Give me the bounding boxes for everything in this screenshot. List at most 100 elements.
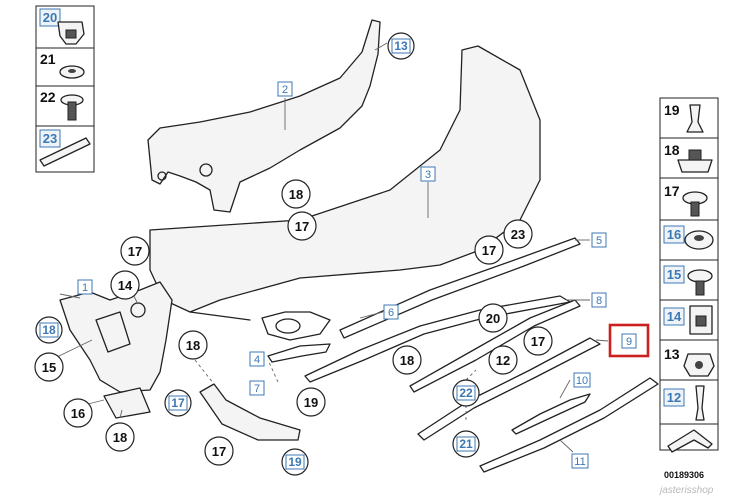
bracket-foot-part <box>103 387 151 419</box>
right-panel-label-19: 19 <box>664 102 680 118</box>
callout-18-lower: 18 <box>186 338 200 353</box>
arrow-symbol <box>667 429 713 453</box>
callout-17-bottom-circle <box>204 436 234 466</box>
bumper-trim-panel-part <box>149 45 541 313</box>
callout-14-circle <box>110 270 140 300</box>
impact-carrier-part <box>147 19 381 213</box>
left-panel-label-23-box <box>39 129 61 148</box>
right-panel-label-14-box <box>663 307 685 326</box>
callout-12-circle <box>488 345 518 375</box>
callout-19: 19 <box>304 395 318 410</box>
label-4-box <box>249 351 265 367</box>
callout-19-boxed: 19 <box>288 455 302 469</box>
label-2: 2 <box>282 84 288 96</box>
right-panel-label-13: 13 <box>664 346 680 362</box>
label-11: 11 <box>574 456 585 468</box>
trim-strip-11-part <box>479 377 659 473</box>
callout-13: 13 <box>394 39 408 53</box>
label-2-box <box>277 81 293 97</box>
label-1-box <box>77 279 93 295</box>
left-panel-label-21: 21 <box>40 51 56 67</box>
right-panel-label-15-box <box>663 265 685 284</box>
callout-20: 20 <box>486 311 500 326</box>
right-panel-label-15: 15 <box>667 267 681 282</box>
screw-15-part <box>687 269 713 283</box>
label-5-box <box>591 232 607 248</box>
label-6-box <box>383 304 399 320</box>
nut-plate-18-part <box>677 159 713 173</box>
callout-12: 12 <box>496 353 510 368</box>
callout-22: 22 <box>459 386 473 400</box>
callout-17-right-circle <box>474 235 504 265</box>
callout-17-strip: 17 <box>531 334 545 349</box>
callout-17-left-circle <box>120 236 150 266</box>
callout-18-center: 18 <box>400 353 414 368</box>
callout-17-right: 17 <box>482 243 496 258</box>
right-panel-label-12-box <box>663 388 685 407</box>
right-panel-label-16-box <box>663 225 685 244</box>
callout-18-bottom-circle <box>105 422 135 452</box>
rivet-12-part <box>695 385 705 421</box>
callout-18-top: 18 <box>289 187 303 202</box>
label-8-box <box>591 292 607 308</box>
right-panel-label-16: 16 <box>667 227 681 242</box>
label-3-box <box>420 166 436 182</box>
trim-strip-8-part <box>409 299 581 393</box>
callout-17-bottom: 17 <box>212 444 226 459</box>
callout-17-mid: 17 <box>295 219 309 234</box>
right-parts-panel: 19 18 17 16 15 14 13 12 00189306 <box>659 97 719 480</box>
right-panel-label-17: 17 <box>664 183 680 199</box>
callout-19-circle <box>296 387 326 417</box>
label-11-box <box>571 453 589 469</box>
left-panel-label-20: 20 <box>43 10 57 25</box>
label-5: 5 <box>596 235 602 247</box>
right-panel-label-12: 12 <box>667 390 681 405</box>
callout-18-boxed: 18 <box>42 323 56 337</box>
callout-14: 14 <box>118 278 133 293</box>
callout-15: 15 <box>42 360 56 375</box>
watermark: jasterisshop <box>658 485 714 496</box>
callout-16: 16 <box>71 406 85 421</box>
callout-18-top-circle <box>281 179 311 209</box>
trim-strip-9-part <box>417 337 601 441</box>
callout-18-center-circle <box>392 345 422 375</box>
callout-21: 21 <box>459 437 473 451</box>
left-panel-label-20-box <box>39 8 61 27</box>
callout-17-strip-circle <box>523 326 553 356</box>
left-parts-panel: 20 21 22 23 <box>35 5 95 173</box>
label-3: 3 <box>425 169 431 181</box>
side-bracket-part <box>59 281 173 393</box>
label-10-box <box>573 372 591 388</box>
right-panel-label-18: 18 <box>664 142 680 158</box>
label-6: 6 <box>388 307 394 319</box>
right-panel-label-14: 14 <box>667 309 682 324</box>
lower-cover-7-part <box>199 383 301 441</box>
trim-strip-10-part <box>511 393 591 435</box>
callout-17-boxed: 17 <box>171 396 185 410</box>
callout-18-bottom: 18 <box>113 430 127 445</box>
left-panel-label-22: 22 <box>40 89 56 105</box>
callout-16-circle <box>63 398 93 428</box>
clip-19-part <box>686 104 704 133</box>
callout-15-circle <box>34 352 64 382</box>
label-10: 10 <box>576 375 588 387</box>
callout-17-left: 17 <box>128 244 142 259</box>
trim-strip-5-part <box>339 237 581 339</box>
diagram-code: 00189306 <box>664 470 704 480</box>
strip-part <box>39 137 91 167</box>
label-4: 4 <box>254 354 260 366</box>
callout-17-mid-circle <box>287 211 317 241</box>
label-8: 8 <box>596 295 602 307</box>
label-9-box <box>621 333 637 349</box>
callout-23-circle <box>503 219 533 249</box>
highlight-9-box <box>608 323 650 358</box>
label-7-box <box>249 380 265 396</box>
callout-20-circle <box>478 303 508 333</box>
label-1: 1 <box>82 282 88 294</box>
callout-23: 23 <box>511 227 525 242</box>
left-panel-label-23: 23 <box>43 131 57 146</box>
label-7: 7 <box>254 383 260 395</box>
label-9: 9 <box>626 336 632 348</box>
